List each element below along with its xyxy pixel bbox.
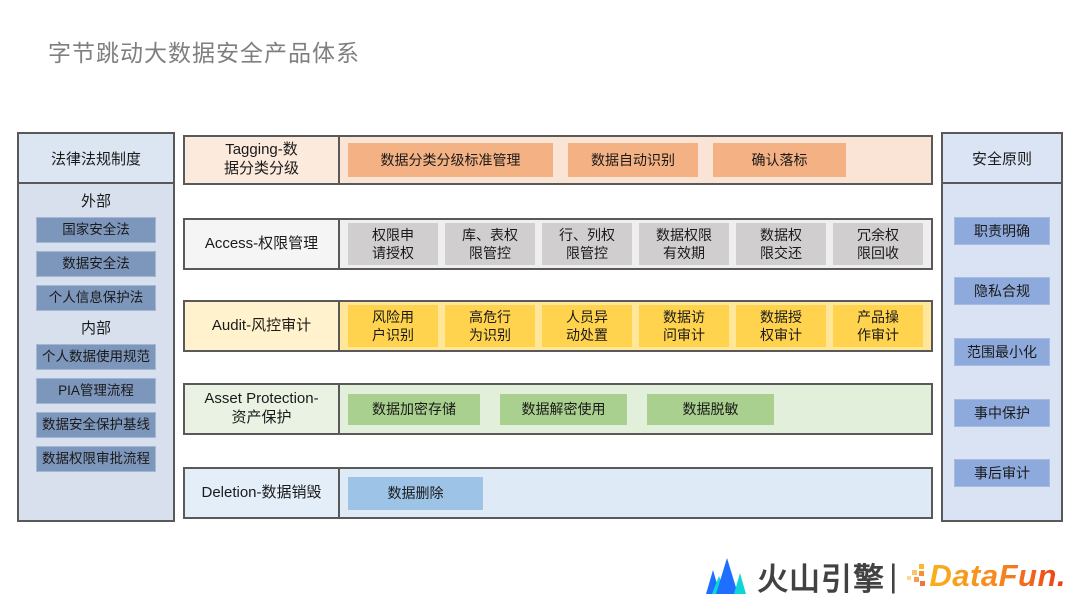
- security-principles-header: 安全原则: [943, 134, 1061, 184]
- access-row-label: Access-权限管理: [185, 220, 340, 268]
- deletion-row: Deletion-数据销毁 数据删除: [183, 467, 933, 519]
- asset-item: 数据脱敏: [647, 393, 774, 425]
- logo-separator: |: [889, 557, 898, 594]
- audit-item: 产品操作审计: [833, 305, 923, 347]
- asset-item: 数据加密存储: [348, 393, 480, 425]
- access-item: 冗余权限回收: [833, 223, 923, 265]
- deletion-row-label: Deletion-数据销毁: [185, 469, 340, 517]
- audit-row-label: Audit-风控审计: [185, 302, 340, 350]
- tagging-row: Tagging-数据分类分级 数据分类分级标准管理 数据自动识别 确认落标: [183, 135, 933, 185]
- security-principles-body: 职责明确 隐私合规 范围最小化 事中保护 事后审计: [943, 184, 1061, 520]
- audit-row-items: 风险用户识别 高危行为识别 人员异动处置 数据访问审计 数据授权审计 产品操作审…: [340, 302, 931, 350]
- access-item: 库、表权限管控: [445, 223, 535, 265]
- principle-item: 事后审计: [954, 459, 1050, 488]
- legal-item: 个人数据使用规范: [36, 344, 156, 370]
- access-item: 权限申请授权: [348, 223, 438, 265]
- asset-protection-row-label: Asset Protection-资产保护: [185, 385, 340, 433]
- internal-group-label: 内部: [80, 320, 111, 337]
- tagging-row-items: 数据分类分级标准管理 数据自动识别 确认落标: [340, 137, 931, 183]
- legal-item: PIA管理流程: [36, 378, 156, 404]
- audit-item: 风险用户识别: [348, 305, 438, 347]
- principle-item: 事中保护: [954, 398, 1050, 427]
- audit-item: 人员异动处置: [542, 305, 632, 347]
- legal-item: 数据安全法: [36, 251, 156, 277]
- asset-item: 数据解密使用: [500, 393, 627, 425]
- security-principles-panel: 安全原则 职责明确 隐私合规 范围最小化 事中保护 事后审计: [941, 132, 1063, 522]
- volcano-engine-logo-text: 火山引擎: [757, 561, 886, 597]
- legal-panel-body: 外部 国家安全法 数据安全法 个人信息保护法 内部 个人数据使用规范 PIA管理…: [19, 184, 173, 520]
- tagging-item: 确认落标: [713, 143, 846, 177]
- access-row-items: 权限申请授权 库、表权限管控 行、列权限管控 数据权限有效期 数据权限交还 冗余…: [340, 220, 931, 268]
- access-item: 数据权限有效期: [639, 223, 729, 265]
- access-row: Access-权限管理 权限申请授权 库、表权限管控 行、列权限管控 数据权限有…: [183, 218, 933, 270]
- volcano-engine-mountain-icon: [706, 558, 747, 594]
- principle-item: 职责明确: [954, 216, 1050, 245]
- legal-item: 国家安全法: [36, 217, 156, 243]
- access-item: 数据权限交还: [736, 223, 826, 265]
- deletion-row-items: 数据删除: [340, 469, 931, 517]
- asset-protection-row-items: 数据加密存储 数据解密使用 数据脱敏: [340, 385, 931, 433]
- tagging-item: 数据分类分级标准管理: [348, 143, 553, 177]
- asset-protection-row: Asset Protection-资产保护 数据加密存储 数据解密使用 数据脱敏: [183, 383, 933, 435]
- datafun-logo-text: DataFun.: [929, 558, 1066, 593]
- access-item: 行、列权限管控: [542, 223, 632, 265]
- tagging-item: 数据自动识别: [568, 143, 698, 177]
- footer-logos: 火山引擎 | DataFun.: [705, 552, 1066, 600]
- principle-item: 范围最小化: [954, 337, 1050, 366]
- tagging-row-label: Tagging-数据分类分级: [185, 137, 340, 183]
- legal-item: 数据权限审批流程: [36, 446, 156, 472]
- audit-item: 数据授权审计: [736, 305, 826, 347]
- audit-item: 数据访问审计: [639, 305, 729, 347]
- audit-row: Audit-风控审计 风险用户识别 高危行为识别 人员异动处置 数据访问审计 数…: [183, 300, 933, 352]
- legal-regulations-panel: 法律法规制度 外部 国家安全法 数据安全法 个人信息保护法 内部 个人数据使用规…: [17, 132, 175, 522]
- deletion-item: 数据删除: [348, 476, 483, 510]
- principle-item: 隐私合规: [954, 277, 1050, 306]
- datafun-dots-icon: [907, 564, 926, 586]
- page-title: 字节跳动大数据安全产品体系: [48, 40, 360, 66]
- legal-item: 数据安全保护基线: [36, 412, 156, 438]
- audit-item: 高危行为识别: [445, 305, 535, 347]
- legal-item: 个人信息保护法: [36, 285, 156, 311]
- external-group-label: 外部: [80, 193, 111, 210]
- legal-panel-header: 法律法规制度: [19, 134, 173, 184]
